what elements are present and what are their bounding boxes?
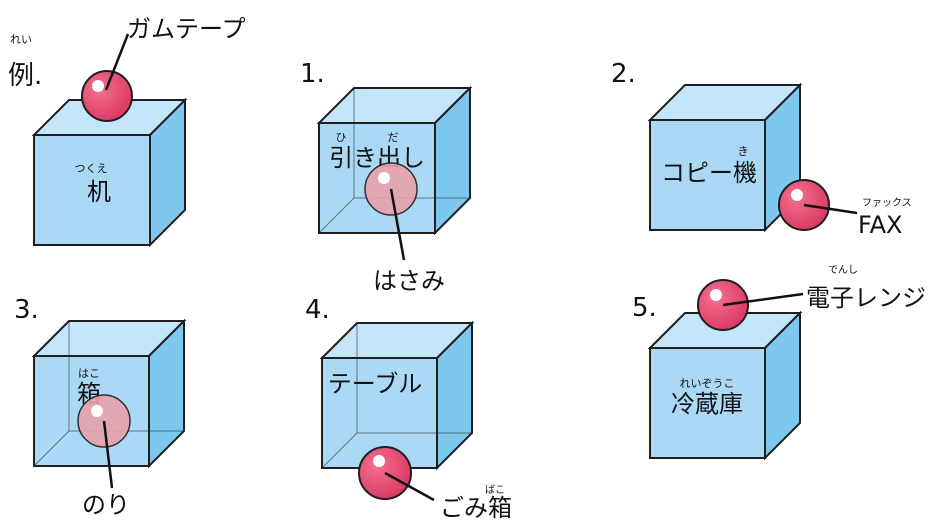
panel-5: 5. れいぞうこ 冷蔵庫 でんし 電子レンジ bbox=[632, 264, 926, 461]
copier-label: コピー機 bbox=[661, 159, 757, 187]
table-label: テーブル bbox=[328, 370, 423, 398]
example-number-ruby: れい bbox=[10, 33, 32, 46]
drawer-ruby-2: だ bbox=[388, 131, 399, 144]
scissors-highlight bbox=[378, 172, 390, 184]
glue-highlight bbox=[91, 405, 103, 417]
fax-leader-line bbox=[803, 203, 858, 215]
panel-1-number: 1. bbox=[300, 59, 325, 89]
tape-leader-line bbox=[104, 33, 130, 91]
panel-2: 2. き コピー機 ファックス FAX bbox=[611, 59, 912, 239]
panel-3: 3. はこ 箱 のり bbox=[14, 295, 187, 519]
microwave-leader-line bbox=[722, 292, 804, 307]
box-cube bbox=[31, 318, 187, 469]
trash-leader-line bbox=[384, 471, 435, 502]
panel-5-number: 5. bbox=[632, 293, 657, 323]
microwave-highlight bbox=[710, 289, 722, 301]
trash-highlight bbox=[373, 455, 385, 467]
fridge-ruby: れいぞうこ bbox=[680, 377, 735, 390]
copier-ruby: き bbox=[738, 145, 749, 158]
box-ruby: はこ bbox=[78, 367, 100, 380]
tape-ball bbox=[81, 70, 133, 122]
tape-highlight bbox=[92, 80, 104, 92]
panel-2-number: 2. bbox=[611, 59, 636, 89]
fax-highlight bbox=[791, 189, 803, 201]
fridge-label: 冷蔵庫 bbox=[671, 390, 743, 418]
desk-cube bbox=[31, 97, 188, 248]
microwave-label: 電子レンジ bbox=[806, 284, 926, 312]
drawer-ruby-1: ひ bbox=[336, 131, 347, 144]
panel-3-number: 3. bbox=[14, 295, 39, 325]
panel-4-number: 4. bbox=[305, 295, 330, 325]
example-number: 例. bbox=[8, 61, 42, 91]
trash-ruby: ばこ bbox=[485, 484, 505, 496]
fax-ruby: ファックス bbox=[862, 197, 912, 209]
glue-leader-line bbox=[102, 420, 114, 489]
tape-label: ガムテープ bbox=[127, 15, 246, 43]
example-panel: れい 例. つくえ 机 ガムテープ bbox=[8, 15, 246, 248]
desk-ruby: つくえ bbox=[75, 162, 108, 175]
microwave-ruby: でんし bbox=[828, 264, 858, 276]
panel-4: 4. テーブル ばこ ごみ箱 bbox=[305, 295, 512, 520]
panel-1: 1. ひ だ 引き出し はさみ bbox=[300, 59, 473, 295]
scissors-leader-line bbox=[389, 188, 406, 261]
desk-label: 机 bbox=[87, 178, 111, 206]
trash-label: ごみ箱 bbox=[440, 494, 512, 520]
glue-label: のり bbox=[82, 491, 130, 519]
copier-cube bbox=[647, 82, 803, 233]
scissors-label: はさみ bbox=[373, 267, 445, 295]
fax-label: FAX bbox=[858, 211, 902, 239]
